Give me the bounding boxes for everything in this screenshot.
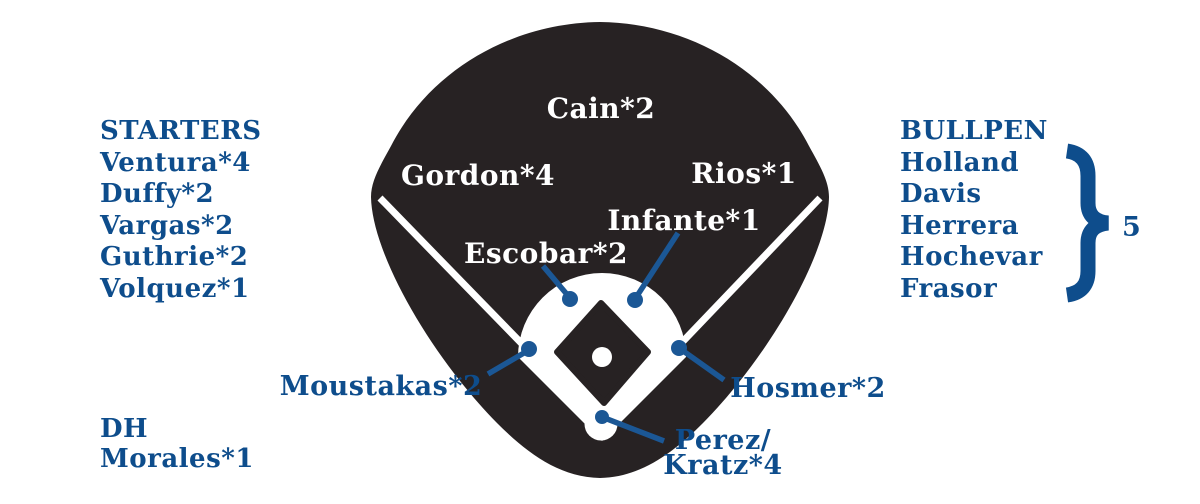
bullpen-item: Hochevar [900, 242, 1043, 272]
center-field-label: Cain*2 [546, 92, 656, 125]
dh-player: Morales*1 [100, 444, 254, 474]
catcher-label: Perez/ Kratz*4 [663, 425, 783, 481]
first-base-connector [677, 345, 726, 383]
bullpen-item: Holland [900, 147, 1020, 178]
bullpen-list: BULLPEN Holland Davis Herrera Hochevar F… [900, 116, 1048, 305]
third-base-connector [486, 347, 531, 377]
bullpen-count: 5 [1122, 212, 1142, 243]
starter-item: Vargas*2 [100, 210, 234, 241]
bullpen-item: Herrera [900, 210, 1020, 241]
bullpen-heading: BULLPEN [900, 116, 1048, 146]
bullpen-brace [1065, 143, 1110, 303]
starters-heading: STARTERS [100, 116, 262, 146]
connector-lines [486, 231, 726, 444]
catcher-dot [595, 410, 609, 424]
bullpen-item: Davis [900, 179, 982, 209]
starters-list: STARTERS Ventura*4 Duffy*2 Vargas*2 Guth… [100, 116, 262, 305]
dh-block: DH Morales*1 [100, 414, 254, 474]
shortstop-dot [562, 291, 578, 307]
second-base-dot [627, 292, 643, 308]
starter-item: Duffy*2 [100, 179, 215, 209]
starter-item: Volquez*1 [100, 273, 250, 304]
field-silhouette [371, 22, 829, 478]
third-base-label: Moustakas*2 [279, 371, 483, 402]
third-base-dot [521, 341, 537, 357]
dh-heading: DH [100, 414, 149, 444]
catcher-connector [601, 414, 665, 444]
second-base-connector [632, 231, 681, 301]
home-plate-circle [584, 407, 618, 441]
catcher-label-line2: Kratz*4 [663, 450, 783, 481]
pitchers-mound [592, 347, 612, 367]
position-dots [521, 291, 687, 424]
right-field-label: Rios*1 [691, 157, 797, 190]
starter-item: Guthrie*2 [100, 242, 249, 272]
first-base-label: Hosmer*2 [730, 373, 886, 404]
shortstop-label: Escobar*2 [464, 237, 628, 270]
left-field-label: Gordon*4 [400, 159, 556, 192]
starter-item: Ventura*4 [100, 147, 251, 178]
bullpen-item: Frasor [900, 273, 998, 304]
catcher-label-line1: Perez/ [674, 425, 772, 456]
first-base-dot [671, 340, 687, 356]
second-base-label: Infante*1 [607, 204, 761, 237]
